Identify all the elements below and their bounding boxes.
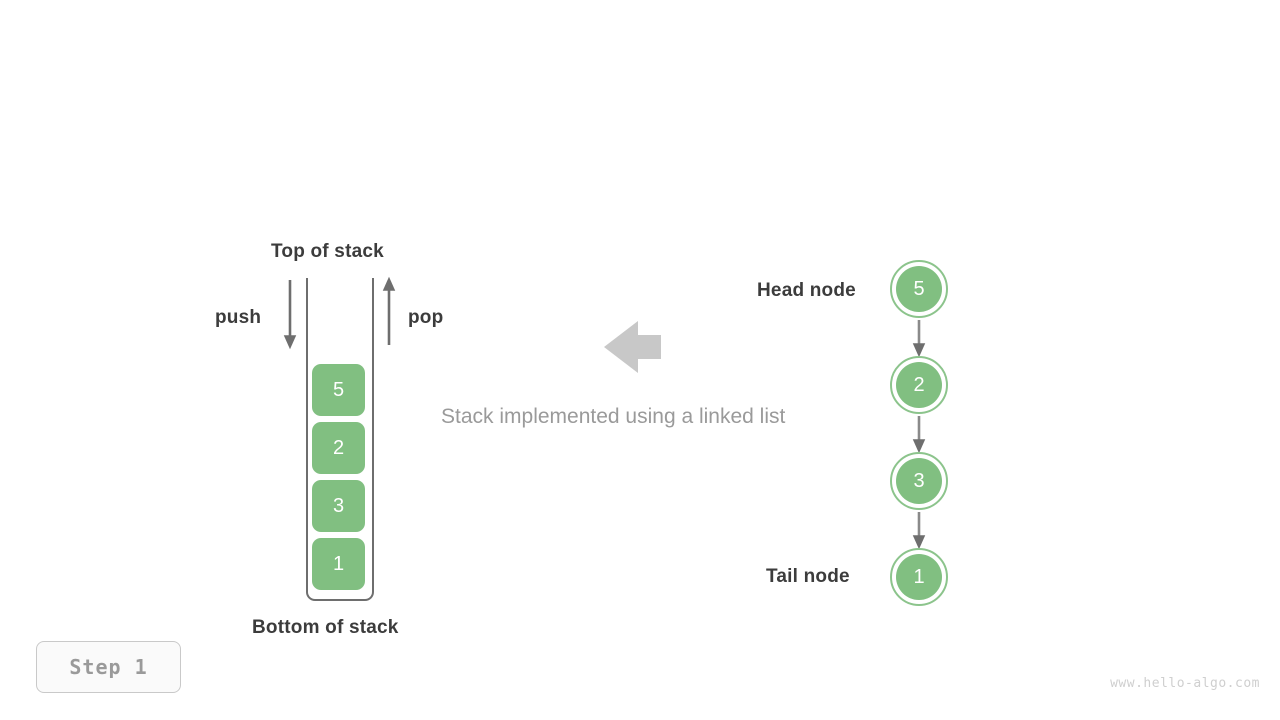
stack-item-value: 2	[332, 437, 345, 459]
stack-container-bottom	[306, 570, 374, 601]
linked-list-node-inner: 1	[896, 554, 942, 600]
linked-list-node-inner: 5	[896, 266, 942, 312]
linked-list-node-inner: 3	[896, 458, 942, 504]
linked-list-node-value: 1	[913, 566, 925, 588]
diagram-caption: Stack implemented using a linked list	[441, 405, 786, 428]
arrow-left-icon	[604, 321, 661, 373]
linked-list-node-value: 2	[913, 374, 925, 396]
stack-item-value: 1	[332, 553, 345, 575]
linked-list-node[interactable]: 2	[890, 356, 948, 414]
linked-list-node[interactable]: 1	[890, 548, 948, 606]
stack-bottom-label: Bottom of stack	[252, 617, 399, 638]
head-node-label: Head node	[757, 280, 856, 301]
linked-list-node-inner: 2	[896, 362, 942, 408]
linked-list-node[interactable]: 3	[890, 452, 948, 510]
stack-item[interactable]: 5	[312, 364, 365, 416]
tail-node-label: Tail node	[766, 566, 850, 587]
stack-item[interactable]: 1	[312, 538, 365, 590]
stack-item-value: 5	[332, 379, 345, 401]
step-badge[interactable]: Step 1	[36, 641, 181, 693]
stack-container-right-wall	[372, 278, 374, 588]
push-label: push	[215, 307, 262, 328]
linked-list-node-value: 3	[913, 470, 925, 492]
stack-item[interactable]: 3	[312, 480, 365, 532]
stack-item-value: 3	[332, 495, 345, 517]
linked-list-node-value: 5	[913, 278, 925, 300]
stack-item[interactable]: 2	[312, 422, 365, 474]
linked-list-node[interactable]: 5	[890, 260, 948, 318]
stack-top-label: Top of stack	[271, 241, 384, 262]
pop-label: pop	[408, 307, 444, 328]
stack-container-left-wall	[306, 278, 308, 588]
watermark: www.hello-algo.com	[1110, 676, 1260, 691]
